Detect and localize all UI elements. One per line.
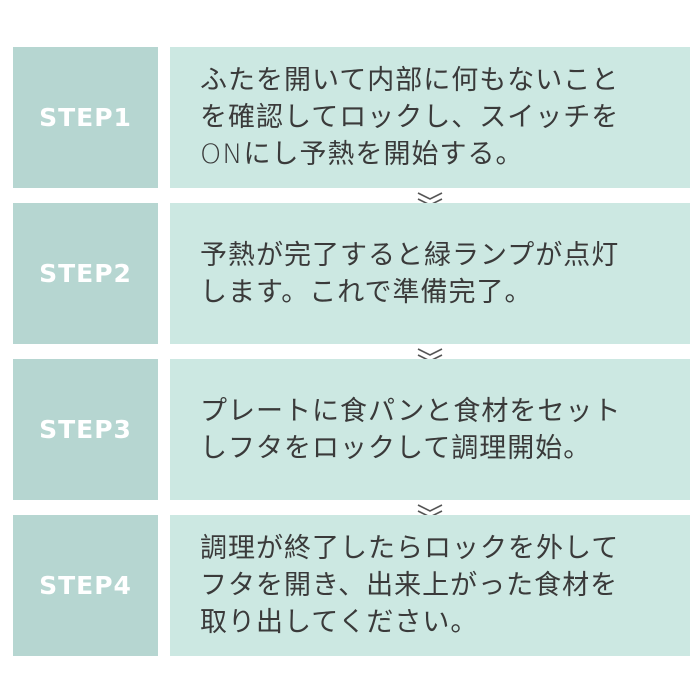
step-description-box: ふたを開いて内部に何もないことを確認してロックし、スイッチを ONにし予熱を開始す… bbox=[170, 47, 690, 188]
step-description-box: プレートに食パンと食材をセットしフタをロックして調理開始。 bbox=[170, 359, 690, 500]
step-label: STEP3 bbox=[13, 359, 158, 500]
description-line: 予熱が完了すると緑ランプが点灯 bbox=[200, 239, 620, 271]
description-line: します。これで準備完了。 bbox=[200, 276, 533, 308]
step-label: STEP2 bbox=[13, 203, 158, 344]
step-description: 予熱が完了すると緑ランプが点灯します。これで準備完了。 bbox=[200, 237, 619, 311]
step-row-4: STEP4 調理が終了したらロックを外してフタを開き、出来上がった食材を取り出し… bbox=[13, 515, 690, 656]
description-line: を確認してロックし、スイッチを bbox=[200, 102, 620, 133]
description-line: フタを開き、出来上がった食材を bbox=[200, 570, 619, 601]
description-line: ふたを開いて内部に何もないこと bbox=[200, 65, 620, 96]
step-label: STEP1 bbox=[13, 47, 158, 188]
step-description: ふたを開いて内部に何もないことを確認してロックし、スイッチを ONにし予熱を開始す… bbox=[200, 62, 619, 173]
step-description-box: 予熱が完了すると緑ランプが点灯します。これで準備完了。 bbox=[170, 203, 690, 344]
description-line: しフタをロックして調理開始。 bbox=[200, 432, 592, 464]
step-label: STEP4 bbox=[13, 515, 158, 656]
step-description: 調理が終了したらロックを外してフタを開き、出来上がった食材を取り出してください。 bbox=[200, 530, 619, 641]
step-row-2: STEP2 予熱が完了すると緑ランプが点灯します。これで準備完了。 bbox=[13, 203, 690, 344]
description-line: 調理が終了したらロックを外して bbox=[200, 533, 620, 564]
description-line: 取り出してください。 bbox=[200, 607, 479, 638]
step-row-3: STEP3 プレートに食パンと食材をセットしフタをロックして調理開始。 bbox=[13, 359, 690, 500]
description-line: ONにし予熱を開始する。 bbox=[200, 139, 524, 170]
step-row-1: STEP1 ふたを開いて内部に何もないことを確認してロックし、スイッチを ONにし… bbox=[13, 47, 690, 188]
step-description: プレートに食パンと食材をセットしフタをロックして調理開始。 bbox=[200, 393, 621, 467]
step-description-box: 調理が終了したらロックを外してフタを開き、出来上がった食材を取り出してください。 bbox=[170, 515, 690, 656]
description-line: プレートに食パンと食材をセット bbox=[200, 395, 622, 427]
